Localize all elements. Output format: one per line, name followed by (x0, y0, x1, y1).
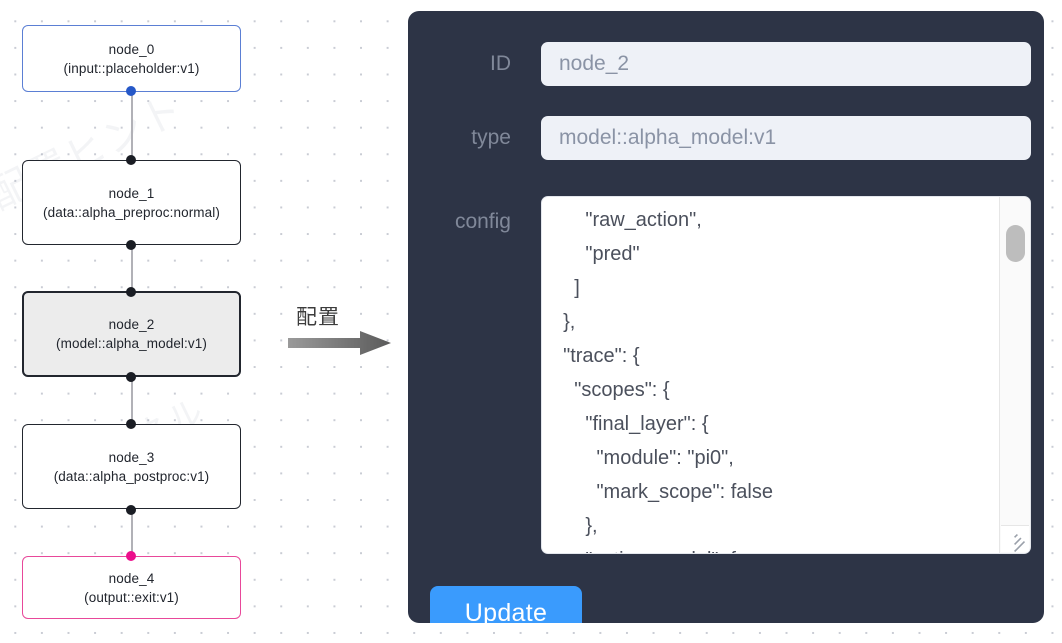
node-handle-node_2-target[interactable] (126, 287, 136, 297)
edge-node1-node2 (131, 244, 133, 312)
edge-node0-node1 (131, 90, 133, 160)
config-field-label: config (454, 210, 511, 233)
node-handle-node_0-source[interactable] (126, 86, 136, 96)
field-row-config: config "raw_action", "pred" ] }, "trace"… (438, 196, 1031, 554)
id-field-label: ID (490, 52, 511, 75)
field-row-id: ID (438, 42, 1031, 86)
node-label: node_0(input::placeholder:v1) (32, 40, 231, 78)
annotation-arrow-label: 配置 (296, 306, 340, 329)
id-input[interactable] (541, 42, 1031, 86)
graph-node-node_3[interactable]: node_3(data::alpha_postproc:v1) (22, 424, 241, 509)
node-label: node_1(data::alpha_preproc:normal) (32, 184, 231, 222)
node-handle-node_1-target[interactable] (126, 155, 136, 165)
graph-node-node_4[interactable]: node_4(output::exit:v1) (22, 556, 241, 619)
node-handle-node_3-source[interactable] (126, 505, 136, 515)
graph-node-node_1[interactable]: node_1(data::alpha_preproc:normal) (22, 160, 241, 245)
update-button[interactable]: Update (430, 586, 582, 623)
node-subtitle: (input::placeholder:v1) (63, 60, 200, 76)
config-textarea[interactable]: "raw_action", "pred" ] }, "trace": { "sc… (563, 209, 773, 553)
node-subtitle: (model::alpha_model:v1) (56, 336, 207, 351)
node-title: node_3 (108, 449, 155, 465)
node-label: node_3(data::alpha_postproc:v1) (32, 448, 231, 486)
node-title: node_4 (108, 570, 155, 586)
edge-node2-node3 (131, 376, 133, 443)
node-handle-node_1-source[interactable] (126, 240, 136, 250)
type-field-label: type (471, 126, 511, 149)
type-input[interactable] (541, 116, 1031, 160)
graph-node-node_2[interactable]: node_2(model::alpha_model:v1) (22, 291, 241, 377)
annotation-arrow-icon (288, 331, 391, 355)
node-title: node_0 (108, 41, 155, 57)
node-label: node_2(model::alpha_model:v1) (33, 315, 230, 353)
node-handle-node_4-target[interactable] (126, 551, 136, 561)
graph-node-node_0[interactable]: node_0(input::placeholder:v1) (22, 25, 241, 92)
edge-node3-node4 (131, 509, 133, 575)
config-scrollbar[interactable] (999, 197, 1030, 553)
node-handle-node_3-target[interactable] (126, 419, 136, 429)
node-label: node_4(output::exit:v1) (32, 569, 231, 607)
node-title: node_2 (108, 317, 155, 332)
config-textarea-wrapper: "raw_action", "pred" ] }, "trace": { "sc… (541, 196, 1031, 554)
node-subtitle: (data::alpha_postproc:v1) (53, 468, 210, 484)
field-row-type: type (438, 116, 1031, 160)
config-scrollbar-thumb[interactable] (1006, 225, 1025, 262)
node-handle-node_2-source[interactable] (126, 372, 136, 382)
node-title: node_1 (108, 185, 155, 201)
resize-grip-icon[interactable] (1001, 525, 1029, 552)
node-subtitle: (output::exit:v1) (84, 589, 179, 605)
node-subtitle: (data::alpha_preproc:normal) (43, 204, 220, 220)
node-config-panel: ID type config "raw_action", "pred" ] },… (408, 11, 1044, 623)
